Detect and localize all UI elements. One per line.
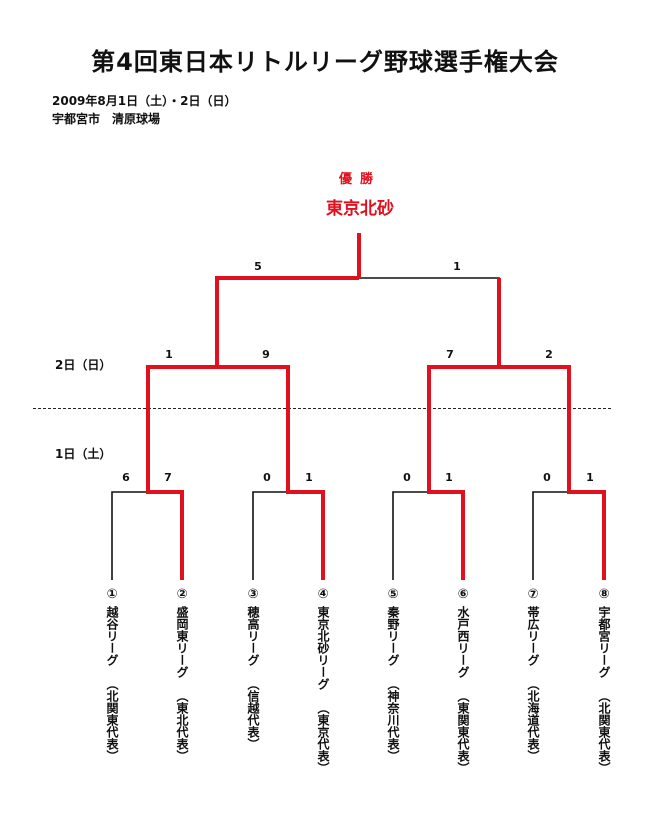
score-r1-m2-left: 0: [263, 471, 271, 484]
win-path-team2: [146, 365, 217, 580]
team-number: ⑤: [387, 587, 399, 602]
event-date: 2009年8月1日（土）・2日（日）: [52, 94, 237, 108]
win-path-semi-left: [215, 276, 359, 367]
team-region: （東関東代表）: [456, 690, 470, 774]
bracket-line-final-loser: [359, 277, 500, 367]
score-semi-2-right: 2: [545, 348, 553, 361]
team-name: 秦野リーグ: [386, 606, 400, 666]
winner-label: 優勝: [338, 172, 381, 187]
bracket-line-team7: [532, 491, 569, 580]
score-r1-m4-right: 1: [586, 471, 594, 484]
team-number: ①: [106, 587, 118, 602]
bracket-line-semi-loser-2: [499, 366, 570, 492]
team-region: （北海道代表）: [526, 678, 540, 762]
winner-team: 東京北砂: [326, 199, 394, 219]
team-name: 越谷リーグ: [105, 606, 119, 666]
score-r1-m3-right: 1: [445, 471, 453, 484]
team-number: ④: [317, 587, 329, 602]
score-r1-m3-left: 0: [403, 471, 411, 484]
score-semi-1-right: 9: [262, 348, 270, 361]
team-name: 盛岡東リーグ: [175, 606, 189, 678]
score-final-left: 5: [254, 260, 262, 273]
page-title: 第4回東日本リトルリーグ野球選手権大会: [91, 48, 559, 76]
win-path-team8: [499, 365, 606, 580]
day1-label: 1日（土）: [55, 447, 112, 461]
team-7: ⑦ 帯広リーグ （北海道代表）: [522, 587, 544, 763]
score-r1-m1-right: 7: [164, 471, 172, 484]
team-1: ① 越谷リーグ （北関東代表）: [101, 587, 123, 763]
score-r1-m2-right: 1: [305, 471, 313, 484]
team-region: （東北代表）: [175, 690, 189, 762]
bracket-line-semi-loser-1: [147, 366, 217, 492]
team-name: 水戸西リーグ: [456, 606, 470, 678]
team-name: 宇都宮リーグ: [597, 606, 611, 678]
score-semi-1-left: 1: [165, 348, 173, 361]
bracket-line-team1: [111, 491, 148, 580]
score-final-right: 1: [453, 260, 461, 273]
team-4: ④ 東京北砂リーグ （東京代表）: [312, 587, 334, 775]
bracket-line-team3: [252, 491, 288, 580]
team-region: （神奈川代表）: [386, 678, 400, 762]
day2-label: 2日（日）: [55, 358, 112, 372]
team-region: （東京代表）: [316, 702, 330, 774]
team-3: ③ 穂高リーグ （信越代表）: [242, 587, 264, 751]
team-region: （信越代表）: [246, 678, 260, 750]
team-2: ② 盛岡東リーグ （東北代表）: [171, 587, 193, 763]
event-venue: 宇都宮市 清原球場: [52, 112, 161, 126]
team-region: （北関東代表）: [105, 678, 119, 762]
team-number: ②: [176, 587, 188, 602]
team-number: ③: [247, 587, 259, 602]
win-path-team4: [217, 365, 325, 580]
bracket-line-team5: [392, 491, 429, 580]
team-name: 帯広リーグ: [526, 606, 540, 666]
team-number: ⑧: [598, 587, 610, 602]
team-name: 穂高リーグ: [246, 606, 260, 666]
day-divider: [33, 408, 611, 409]
team-8: ⑧ 宇都宮リーグ （北関東代表）: [593, 587, 615, 775]
team-region: （北関東代表）: [597, 690, 611, 774]
score-semi-2-left: 7: [446, 348, 454, 361]
team-5: ⑤ 秦野リーグ （神奈川代表）: [382, 587, 404, 763]
score-r1-m1-left: 6: [122, 471, 130, 484]
win-path-team6: [427, 365, 499, 580]
team-6: ⑥ 水戸西リーグ （東関東代表）: [452, 587, 474, 775]
score-r1-m4-left: 0: [543, 471, 551, 484]
team-number: ⑥: [457, 587, 469, 602]
team-name: 東京北砂リーグ: [316, 606, 330, 690]
team-number: ⑦: [527, 587, 539, 602]
